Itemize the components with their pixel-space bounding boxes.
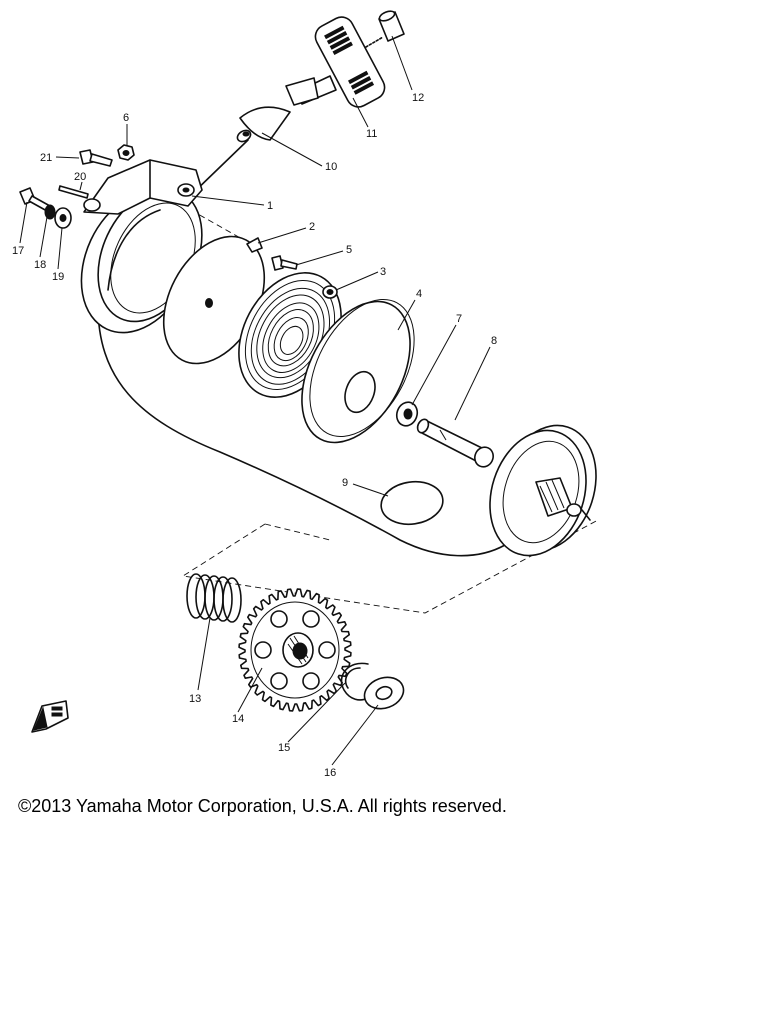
callout-12: 12 (412, 92, 424, 104)
front-direction-icon (31, 700, 69, 733)
rope-ring-9 (380, 480, 444, 526)
callout-14: 14 (232, 713, 244, 725)
callout-6: 6 (123, 112, 129, 124)
callout-labels: 1 2 3 4 5 6 7 8 9 10 11 12 13 14 15 16 1… (12, 92, 497, 779)
callout-5: 5 (346, 244, 352, 256)
callout-15: 15 (278, 742, 290, 754)
washer-16 (363, 676, 405, 710)
leader-lines (19, 35, 491, 766)
rope-guide-10 (236, 77, 319, 143)
callout-16: 16 (324, 767, 336, 779)
pulley-drum (489, 424, 597, 557)
callout-18: 18 (34, 259, 46, 271)
callout-7: 7 (456, 313, 462, 325)
callout-10: 10 (325, 161, 337, 173)
callout-21: 21 (40, 152, 52, 164)
copyright-notice: ©2013 Yamaha Motor Corporation, U.S.A. A… (18, 796, 507, 816)
pin-20 (58, 185, 89, 199)
starter-housing-1 (80, 159, 203, 334)
exploded-parts-diagram: 1 2 3 4 5 6 7 8 9 10 11 12 13 14 15 16 1… (12, 10, 599, 779)
shaft-8 (416, 418, 494, 468)
callout-19: 19 (52, 271, 64, 283)
nut-6 (117, 144, 135, 161)
callout-3: 3 (380, 266, 386, 278)
callout-17: 17 (12, 245, 24, 257)
reel-disc-4 (301, 298, 415, 444)
callout-1: 1 (267, 200, 273, 212)
washer-19 (54, 207, 72, 229)
callout-20: 20 (74, 171, 86, 183)
callout-9: 9 (342, 477, 348, 489)
sprocket-gear-14 (238, 588, 352, 712)
coil-spring-13 (186, 573, 242, 623)
callout-13: 13 (189, 693, 201, 705)
callout-4: 4 (416, 288, 422, 300)
callout-8: 8 (491, 335, 497, 347)
pin-12 (365, 10, 405, 48)
screw-5 (271, 255, 298, 271)
bolt-17 (19, 187, 51, 212)
starter-handle-11 (295, 16, 386, 108)
callout-11: 11 (366, 128, 377, 140)
washer-7 (395, 401, 419, 427)
washer-18 (44, 204, 56, 220)
callout-2: 2 (309, 221, 315, 233)
clip-15 (340, 662, 369, 701)
bolt-21 (79, 149, 113, 167)
